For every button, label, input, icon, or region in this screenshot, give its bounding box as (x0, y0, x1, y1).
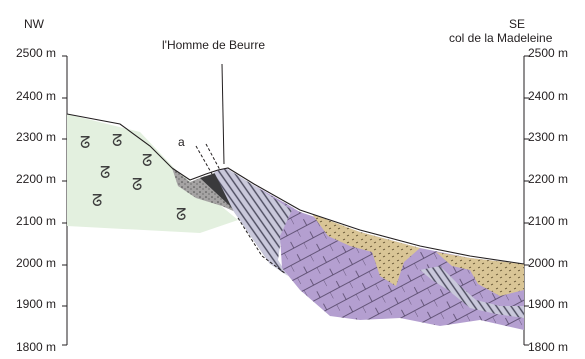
lithology-symbol: ᘔ (176, 205, 186, 224)
lithology-symbol: ᘔ (142, 151, 152, 170)
summit-label: l'Homme de Beurre (162, 38, 265, 52)
left-elevation-2400: 2400 m (0, 89, 56, 103)
left-elevation-2300: 2300 m (0, 130, 56, 144)
marker-a-label: a (178, 135, 185, 149)
lithology-symbol: ᘔ (132, 175, 142, 194)
right-elevation-2300: 2300 m (528, 130, 568, 144)
right-elevation-1900: 1900 m (528, 297, 568, 311)
left-elevation-2000: 2000 m (0, 256, 56, 270)
nw-direction-label: NW (24, 17, 44, 31)
lithology-symbol: ᘔ (80, 133, 90, 152)
lithology-symbol: ᘔ (92, 191, 102, 210)
left-tick-marks (62, 56, 67, 345)
left-elevation-2100: 2100 m (0, 214, 56, 228)
lithology-symbol: ᘔ (100, 163, 110, 182)
left-elevation-1900: 1900 m (0, 297, 56, 311)
left-elevation-2500: 2500 m (0, 46, 56, 60)
right-elevation-2200: 2200 m (528, 172, 568, 186)
green-unit (67, 114, 238, 233)
right-elevation-1800: 1800 m (528, 340, 568, 354)
left-elevation-1800: 1800 m (0, 340, 56, 354)
se-direction-label: SE (509, 17, 525, 31)
right-elevation-2000: 2000 m (528, 256, 568, 270)
right-elevation-2500: 2500 m (528, 46, 568, 60)
col-de-la-madeleine-label: col de la Madeleine (449, 31, 552, 45)
right-elevation-2400: 2400 m (528, 89, 568, 103)
left-elevation-2200: 2200 m (0, 172, 56, 186)
right-elevation-2100: 2100 m (528, 214, 568, 228)
lithology-symbol: ᘔ (112, 131, 122, 150)
summit-leader (222, 64, 224, 164)
